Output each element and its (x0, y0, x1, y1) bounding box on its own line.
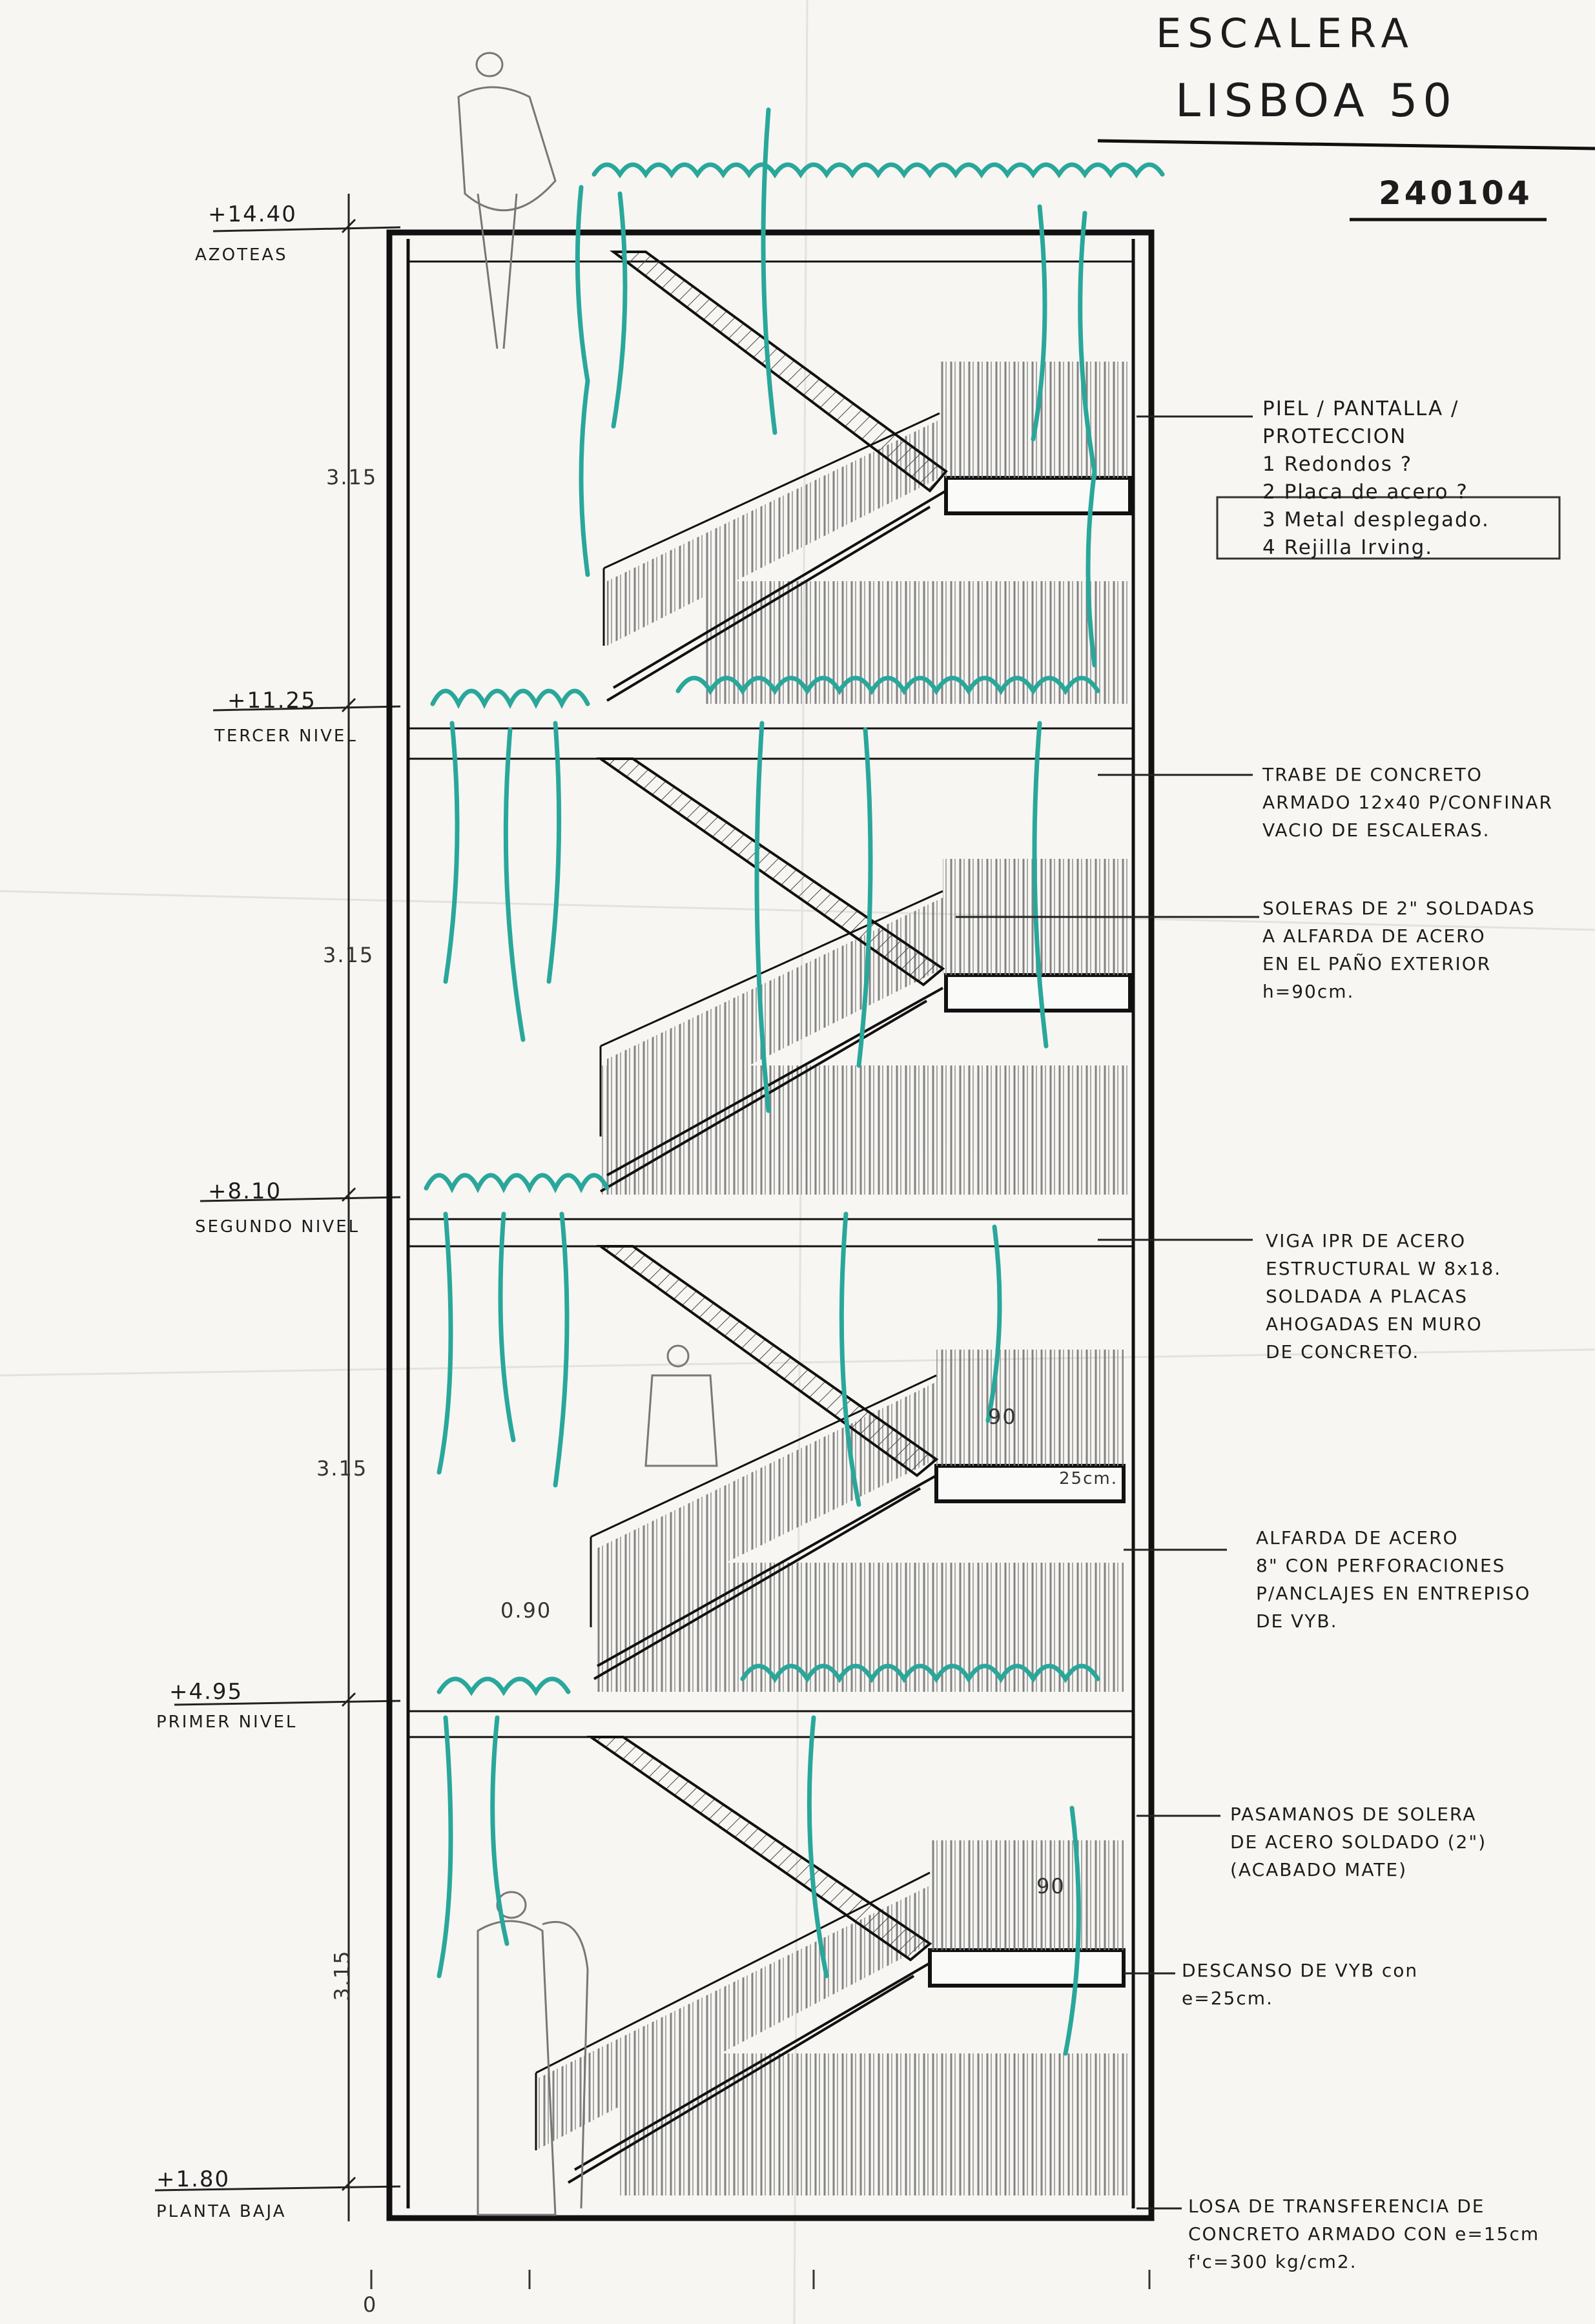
level-name-primer: PRIMER NIVEL (156, 1712, 298, 1732)
note-soleras: SOLERAS DE 2" SOLDADAS A ALFARDA DE ACER… (1262, 894, 1536, 1005)
level-elevation-azoteas: +14.40 (208, 201, 297, 227)
level-name-azoteas: AZOTEAS (195, 245, 288, 265)
level-lines (154, 226, 401, 2192)
level-elevation-planta-baja: +1.80 (156, 2166, 231, 2192)
note-line: AHOGADAS EN MURO (1266, 1313, 1483, 1335)
balustrade-panels (536, 362, 1130, 2195)
note-pasamanos: PASAMANOS DE SOLERA DE ACERO SOLDADO (2"… (1230, 1800, 1487, 1884)
rail-90-dim: 90 (988, 1404, 1017, 1429)
level-name-tercer: TERCER NIVEL (214, 726, 358, 746)
note-trabe: TRABE DE CONCRETO ARMADO 12x40 P/CONFINA… (1262, 761, 1553, 844)
note-line: P/ANCLAJES EN ENTREPISO (1256, 1583, 1531, 1604)
note-line: VACIO DE ESCALERAS. (1262, 819, 1490, 841)
note-descanso: DESCANSO DE VYB con e=25cm. (1182, 1957, 1418, 2012)
note-line: ALFARDA DE ACERO (1256, 1527, 1459, 1548)
note-losa: LOSA DE TRANSFERENCIA DE CONCRETO ARMADO… (1188, 2192, 1539, 2276)
hanging-plants (424, 107, 1165, 2056)
bottom-axis (370, 2270, 1151, 2289)
note-line: 4 Rejilla Irving. (1262, 536, 1434, 559)
note-line: A ALFARDA DE ACERO (1262, 925, 1486, 947)
pencil-figures (457, 52, 718, 2216)
step-dim: 25cm. (1059, 1469, 1118, 1488)
rail-90-dim: 90 (1036, 1874, 1065, 1898)
axis-zero: 0 (363, 2292, 378, 2317)
note-line: PASAMANOS DE SOLERA (1230, 1804, 1477, 1825)
note-line: 3 Metal desplegado. (1262, 508, 1490, 531)
drawing-date: 240104 (1379, 174, 1533, 212)
note-line: DESCANSO DE VYB con (1182, 1960, 1419, 1981)
floor-slabs (408, 727, 1133, 1738)
floor-height-dim: 3.15 (323, 943, 375, 967)
note-line: EN EL PAÑO EXTERIOR (1262, 953, 1492, 974)
landings (928, 476, 1132, 1988)
stair-flights (567, 251, 948, 2184)
note-line: SOLERAS DE 2" SOLDADAS (1262, 898, 1536, 919)
note-line: VIGA IPR DE ACERO (1266, 1230, 1466, 1251)
note-line: (ACABADO MATE) (1230, 1859, 1408, 1880)
rail-height-dim: 0.90 (500, 1598, 552, 1623)
note-viga: VIGA IPR DE ACERO ESTRUCTURAL W 8x18. SO… (1266, 1227, 1501, 1366)
note-alfarda: ALFARDA DE ACERO 8" CON PERFORACIONES P/… (1256, 1524, 1530, 1635)
note-line: e=25cm. (1182, 1988, 1273, 2009)
note-line: PROTECCION (1262, 425, 1407, 448)
title-underline (1097, 139, 1595, 150)
level-name-segundo: SEGUNDO NIVEL (195, 1217, 360, 1237)
drawing-title: ESCALERA (1156, 10, 1415, 57)
note-piel: PIEL / PANTALLA / PROTECCION 1 Redondos … (1262, 395, 1490, 562)
floor-height-dim: 3.15 (326, 465, 378, 489)
level-elevation-segundo: +8.10 (208, 1178, 282, 1204)
note-line: ESTRUCTURAL W 8x18. (1266, 1258, 1502, 1279)
stair-core-walls (386, 229, 1155, 2221)
note-line: 2 Placa de acero ? (1262, 480, 1468, 504)
level-elevation-tercer: +11.25 (227, 688, 316, 714)
note-line: TRABE DE CONCRETO (1262, 764, 1483, 785)
level-name-planta-baja: PLANTA BAJA (156, 2202, 287, 2221)
note-line: h=90cm. (1262, 981, 1355, 1002)
note-line: ARMADO 12x40 P/CONFINAR (1262, 792, 1553, 813)
option-highlight-box (1216, 496, 1561, 560)
note-line: SOLDADA A PLACAS (1266, 1286, 1468, 1307)
note-line: 8" CON PERFORACIONES (1256, 1555, 1506, 1576)
note-line: LOSA DE TRANSFERENCIA DE (1188, 2195, 1485, 2217)
note-line: f'c=300 kg/cm2. (1188, 2251, 1357, 2272)
note-line: CONCRETO ARMADO CON e=15cm (1188, 2223, 1540, 2245)
handrails (535, 412, 943, 2150)
note-line: DE ACERO SOLDADO (2") (1230, 1831, 1487, 1853)
note-line: 1 Redondos ? (1262, 453, 1413, 476)
level-elevation-primer: +4.95 (169, 1679, 243, 1705)
note-line: DE CONCRETO. (1266, 1341, 1420, 1363)
dimension-line-vertical (341, 194, 356, 2221)
project-name: LISBOA 50 (1175, 74, 1457, 127)
note-line: PIEL / PANTALLA / (1262, 397, 1459, 420)
floor-height-dim: 3.15 (329, 1949, 355, 2001)
leader-lines (956, 415, 1259, 2210)
note-line: DE VYB. (1256, 1610, 1338, 1632)
floor-height-dim: 3.15 (316, 1456, 368, 1481)
